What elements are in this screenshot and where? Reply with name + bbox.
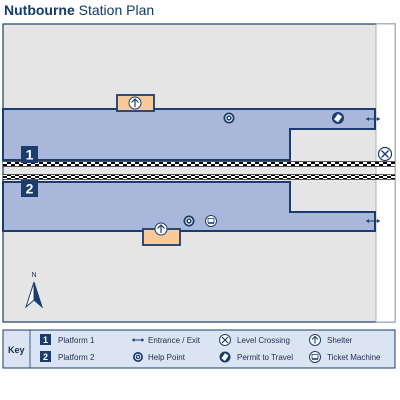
key-shelter-label: Shelter [327,336,353,345]
key-help-point-label: Help Point [148,353,186,362]
map-ground [2,23,396,323]
key-level-crossing-label: Level Crossing [237,336,290,345]
key-ticket-machine-label: Ticket Machine [327,353,381,362]
help-point-icon [133,352,143,362]
key-panel [2,329,396,369]
key-heading: Key [8,345,25,355]
level-crossing-icon [219,334,231,346]
double-arrow-icon [132,338,144,342]
key-entrance-exit-label: Entrance / Exit [148,336,201,345]
key-permit-to-travel-label: Permit to Travel [237,353,293,362]
north-label: N [31,272,36,279]
key-platform-2-label: Platform 2 [58,353,95,362]
shelter-icon [154,222,168,236]
help-point-icon [183,215,195,227]
title-suffix: Station Plan [78,2,155,18]
platform-2-number: 2 [26,181,34,197]
entrance-exit-arrow [366,117,380,121]
key-platform-2-badge [40,351,51,362]
station-name: Nutbourne [4,2,75,18]
railway-tracks [3,161,395,180]
help-point-icon [223,112,235,124]
permit-to-travel-icon [332,112,344,124]
north-arrow-icon [24,281,44,309]
level-crossing-icon [377,146,393,162]
key-platform-1-number: 1 [43,335,48,345]
platform-1-area [2,108,376,161]
ticket-machine-icon [309,351,321,363]
key-platform-1-label: Platform 1 [58,336,95,345]
ticket-machine-icon [205,215,217,227]
road-strip [375,23,396,323]
permit-to-travel-icon [219,351,231,363]
key-platform-2-number: 2 [43,352,48,362]
platform-1-number: 1 [26,147,34,163]
entrance-exit-arrow [366,219,380,223]
platform-2-badge [21,180,38,197]
platform-1-badge [21,146,38,163]
shelter-icon [128,96,142,110]
platform-2-area [2,181,376,232]
map-title: Nutbourne Station Plan [4,2,154,18]
shelter-icon [309,334,321,346]
key-platform-1-badge [40,334,51,345]
